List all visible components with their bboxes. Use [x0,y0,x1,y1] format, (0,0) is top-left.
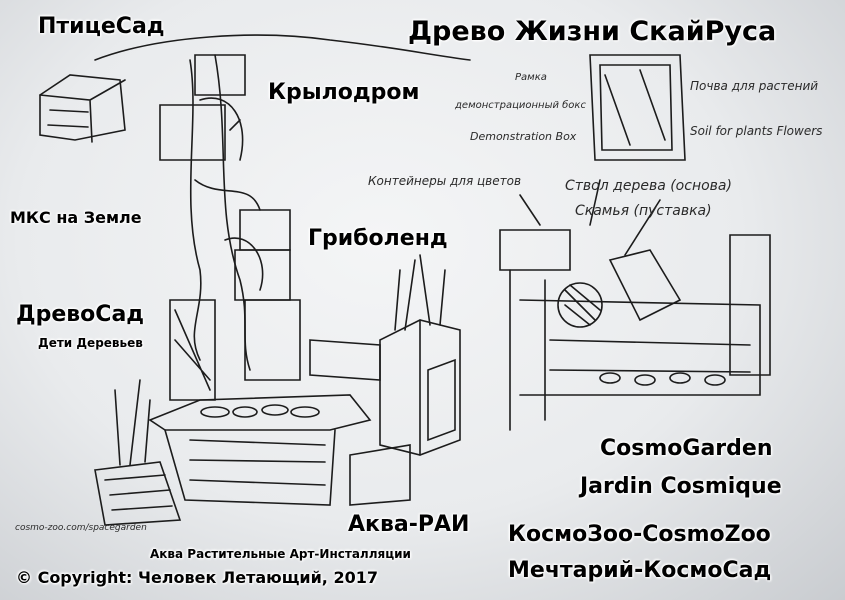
bench-structure-drawing [499,229,771,431]
note-demo-box: Demonstration Box [470,130,577,143]
gribolend-label: Гриболенд [308,226,448,251]
note-url: cosmo-zoo.com/spacegarden [15,523,147,533]
aqua-box-drawing [309,254,461,506]
tree-boxes-drawing [159,54,301,381]
hanging-string [94,34,471,61]
left-pillar-drawing [169,299,216,401]
left-planter-drawing [94,379,182,526]
bird-cage-drawing [39,74,126,143]
note-box: демонстрационный бокс [454,99,586,111]
demo-box-drawing [589,54,686,161]
jardin-label: Jardin Cosmique [580,474,782,499]
deti-label: Дети Деревьев [38,336,143,350]
note-bench: Скамья (пуставка) [575,203,712,219]
akvarai-label: Аква-РАИ [348,512,470,537]
cosmogarden-label: CosmoGarden [600,436,773,461]
note-soil-en: Soil for plants Flowers [690,124,822,138]
drevosad-label: ДревоСад [16,302,145,327]
akva-subtitle-label: Аква Растительные Арт-Инсталляции [150,547,411,561]
note-soil-ru: Почва для растений [690,79,818,93]
note-ramka: Рамка [515,72,547,83]
mks-label: МКС на Земле [10,208,142,227]
note-containers: Контейнеры для цветов [368,174,521,188]
kosmozoo-label: КосмоЗоо-CosmoZoo [508,522,771,547]
pointer-lines [519,179,661,256]
copyright-label: © Copyright: Человек Летающий, 2017 [16,568,378,587]
title-label: Древо Жизни СкайРуса [408,16,777,47]
mechtariy-label: Мечтарий-КосмоСад [508,558,772,583]
krylodrom-label: Крылодром [268,80,420,105]
tree-trunk-drawing [189,54,264,371]
ptitsesad-label: ПтицеСад [38,14,165,39]
table-drawing [148,394,372,506]
note-trunk: Ствол дерева (основа) [565,178,732,194]
